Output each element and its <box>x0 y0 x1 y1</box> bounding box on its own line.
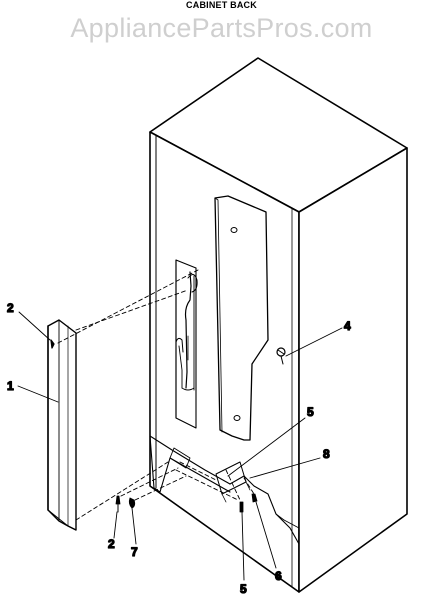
watermark: AppliancePartsPros.com <box>70 13 373 43</box>
screw-part-5-lower <box>239 501 244 513</box>
callout-part-7: 7 <box>131 545 138 559</box>
screw-part-2-upper <box>50 339 55 349</box>
leader-lines <box>17 311 343 581</box>
side-panel-part <box>47 319 77 531</box>
cabinet-base <box>149 435 300 545</box>
back-panel <box>214 195 269 441</box>
callout-part-5-lower: 5 <box>240 582 247 596</box>
callout-part-6: 6 <box>275 569 282 583</box>
callout-part-1: 1 <box>7 379 14 393</box>
callout-part-8: 8 <box>323 447 330 461</box>
page-title: CABINET BACK <box>186 0 257 10</box>
callout-part-2-lower: 2 <box>108 537 115 551</box>
callout-part-4: 4 <box>344 319 351 333</box>
callout-part-5-upper: 5 <box>307 405 314 419</box>
fastener-part-4 <box>276 347 286 365</box>
screw-part-2-lower <box>115 495 121 513</box>
screw-part-6 <box>251 493 258 503</box>
cabinet-body <box>149 57 408 593</box>
alignment-lines <box>57 267 255 521</box>
tubing-compartment <box>175 259 198 429</box>
clip-part-7 <box>128 497 136 509</box>
callout-part-2-upper: 2 <box>7 301 14 315</box>
